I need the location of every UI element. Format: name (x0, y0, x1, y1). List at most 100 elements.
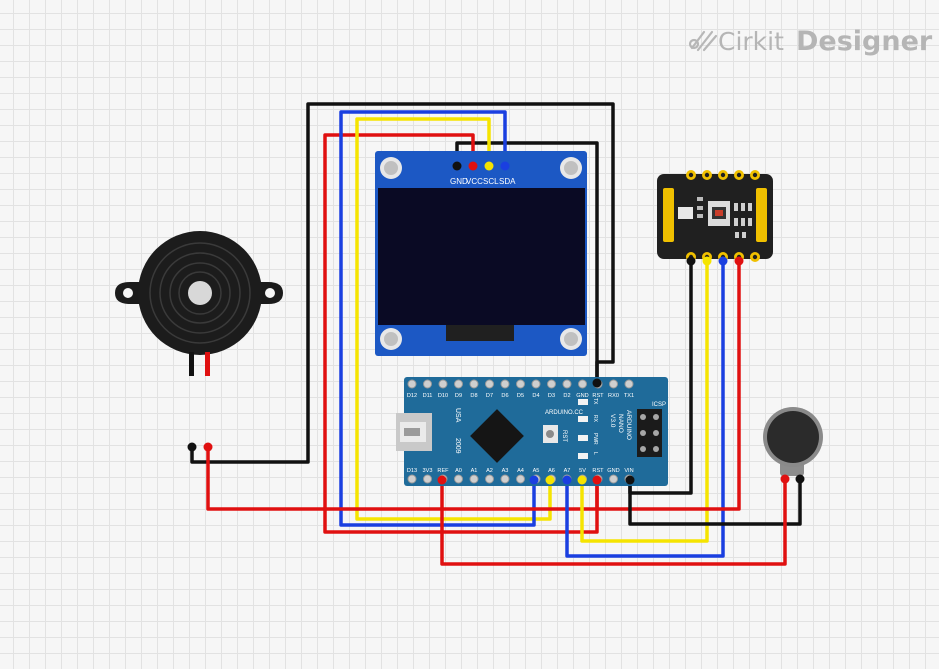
sensor-pin-vin[interactable] (734, 256, 744, 266)
motor-pos-pin[interactable] (780, 474, 790, 484)
oled-pin-label-vcc: VCC (466, 177, 483, 186)
arduino-bottom-pin-label: 3V3 (423, 468, 433, 474)
arduino-bottom-pin-a2[interactable] (485, 474, 494, 484)
logo-brand-prefix: Cirkit (718, 27, 784, 56)
logo-brand-suffix: Designer (796, 26, 933, 57)
arduino-top-pin-label: D2 (563, 393, 570, 399)
oled-pin-label-scl: SCL (483, 177, 499, 186)
arduino-bottom-pin-label: 5V (579, 468, 586, 474)
wire-motor-gnd[interactable] (628, 477, 802, 526)
arduino-bottom-pin-3v3[interactable] (423, 474, 432, 484)
arduino-wire-ends (437, 378, 635, 485)
piezo-buzzer[interactable] (115, 231, 283, 452)
oled-pin-label-gnd: GND (450, 177, 468, 186)
wire-oled-scl-a5[interactable] (355, 117, 552, 521)
sensor-module[interactable] (657, 170, 773, 266)
led-label-pwr: PWR (592, 433, 598, 445)
oled-pin-scl[interactable] (484, 161, 494, 171)
cirkit-logo-icon (688, 30, 718, 52)
led-label-l: L (592, 452, 598, 455)
arduino-top-pin-d3[interactable] (547, 379, 556, 389)
wire-sensor-scl-a7[interactable] (580, 258, 709, 543)
arduino-bottom-pin-label: A5 (533, 468, 540, 474)
wire-oled-vcc[interactable] (323, 133, 599, 534)
sensor-pin-sda[interactable] (718, 256, 728, 266)
vibration-motor[interactable] (763, 407, 823, 484)
arduino-top-pin-label: D7 (486, 393, 493, 399)
arduino-top-pin-d11[interactable] (423, 379, 432, 389)
oled-pin-sda[interactable] (500, 161, 510, 171)
arduino-brand-label: ARDUINO.CC (545, 410, 584, 416)
model-line-3: V3.0 (609, 414, 616, 428)
reset-label: RST (561, 430, 567, 442)
arduino-nano[interactable]: USA 2009 ARDUINO.CC RST TX RX PWR L ARDU… (396, 377, 668, 486)
arduino-bottom-pin-label: A6 (548, 468, 555, 474)
arduino-bottom-pin-label: REF (437, 468, 449, 474)
arduino-top-pin-label: TX1 (624, 393, 634, 399)
arduino-top-pin-tx1[interactable] (624, 379, 634, 389)
arduino-top-pin-label: D8 (470, 393, 477, 399)
wire-sensor-sda-a6[interactable] (565, 258, 725, 558)
led-label-tx: TX (592, 398, 598, 405)
buzzer-pos-pin[interactable] (203, 442, 213, 452)
model-line-1: ARDUINO (625, 410, 632, 440)
wire-sensor-vin-5v[interactable] (595, 258, 741, 511)
arduino-top-pin-d12[interactable] (407, 379, 417, 389)
oled-pin-label-sda: SDA (499, 177, 516, 186)
arduino-top-pin-d9[interactable] (454, 379, 463, 389)
arduino-top-pin-d5[interactable] (516, 379, 525, 389)
arduino-top-pin-d2[interactable] (562, 379, 572, 389)
arduino-top-pin-gnd[interactable] (578, 379, 587, 389)
arduino-top-pin-d6[interactable] (500, 379, 510, 389)
oled-screen (378, 188, 585, 325)
wire-motor-3v3[interactable] (440, 477, 787, 566)
arduino-bottom-pin-a1[interactable] (469, 474, 479, 484)
arduino-top-pin-label: D3 (548, 393, 555, 399)
oled-pin-gnd[interactable] (452, 161, 462, 171)
arduino-top-pin-d10[interactable] (438, 379, 448, 389)
arduino-top-pin-label: D10 (438, 393, 448, 399)
sensor-pin-scl[interactable] (702, 256, 712, 266)
arduino-top-pin-d4[interactable] (531, 379, 541, 389)
oled-pin-vcc[interactable] (468, 161, 478, 171)
oled-display[interactable]: GND VCC SCL SDA (375, 151, 587, 356)
motor-neg-pin[interactable] (795, 474, 805, 484)
arduino-bottom-pin-label: A4 (517, 468, 524, 474)
arduino-top-pin-d7[interactable] (485, 379, 494, 389)
arduino-bottom-pin-label: A2 (486, 468, 493, 474)
arduino-top-pin-label: RX0 (608, 393, 619, 399)
wire-buzzer-gnd-oled-gnd[interactable] (190, 102, 615, 464)
arduino-top-pin-rx0[interactable] (609, 379, 618, 389)
oled-pin-labels: GND VCC SCL SDA (450, 177, 516, 186)
mcu-chip (470, 409, 524, 463)
wires (190, 102, 802, 566)
buzzer-neg-pin[interactable] (187, 442, 197, 452)
wire-oled-sda-a4[interactable] (339, 110, 536, 527)
arduino-top-pin-label: RST (592, 393, 604, 399)
arduino-bottom-pin-label: A7 (564, 468, 571, 474)
arduino-bottom-pin-label: A3 (502, 468, 509, 474)
arduino-bottom-pin-a3[interactable] (500, 474, 510, 484)
arduino-top-pin-label: D12 (407, 393, 417, 399)
arduino-bottom-pin-a0[interactable] (454, 474, 463, 484)
arduino-top-pin-label: D6 (501, 393, 508, 399)
wire-buzzer-pos-5v[interactable] (206, 445, 599, 511)
arduino-bottom-pin-gnd[interactable] (609, 474, 618, 484)
cirkit-logo: Cirkit Designer (688, 26, 933, 57)
arduino-year-label: 2009 (454, 438, 461, 454)
arduino-bottom-pin-a4[interactable] (516, 474, 525, 484)
arduino-bottom-pin-label: GND (607, 468, 619, 474)
arduino-bottom-pin-d13[interactable] (407, 474, 417, 484)
arduino-top-pin-label: D5 (517, 393, 524, 399)
model-line-2: NANO (617, 414, 624, 433)
status-leds: TX RX PWR L (578, 398, 598, 459)
sensor-pin-gnd[interactable] (686, 256, 696, 266)
arduino-top-pin-label: D11 (423, 393, 433, 399)
arduino-top-pin-label: D9 (455, 393, 462, 399)
arduino-top-pin-d8[interactable] (469, 379, 479, 389)
arduino-bottom-pin-label: A1 (471, 468, 478, 474)
arduino-top-pin-label: GND (576, 393, 588, 399)
